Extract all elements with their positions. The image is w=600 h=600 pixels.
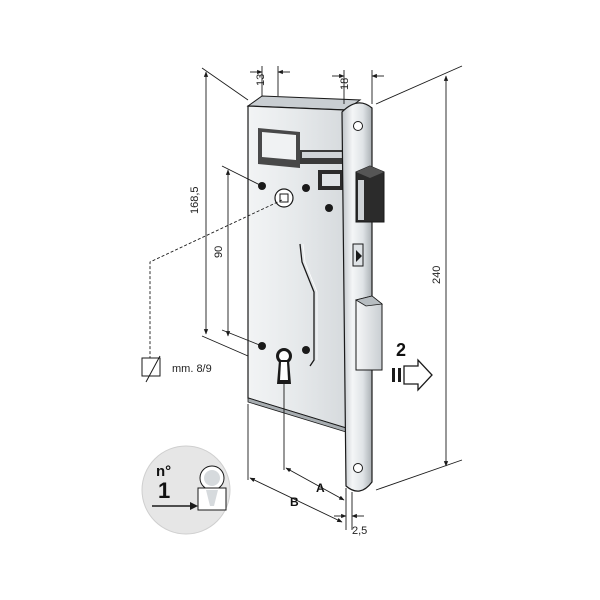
lever-spring-highlight bbox=[302, 243, 318, 360]
bolt-block-inner bbox=[322, 174, 340, 186]
faceplate-screw-bottom bbox=[353, 463, 363, 473]
latch-number: 2 bbox=[396, 340, 406, 360]
ext-240-bottom bbox=[375, 459, 463, 491]
spindle-symbol: mm. 8/9 bbox=[141, 355, 212, 383]
spindle-leader-dashed bbox=[149, 199, 283, 358]
latch-direction-indicator: 2 bbox=[392, 340, 433, 392]
ext-168-top bbox=[201, 67, 249, 101]
label-168-5: 168,5 bbox=[189, 186, 201, 214]
square-spindle-slash bbox=[145, 355, 161, 383]
deadbolt bbox=[355, 165, 385, 223]
lever-spring bbox=[299, 243, 315, 367]
mount-hole-top-right bbox=[325, 204, 333, 212]
label-13: 13 bbox=[255, 74, 267, 86]
ext-90-top bbox=[221, 165, 263, 187]
mount-hole-bottom-right bbox=[302, 346, 310, 354]
lock-case bbox=[246, 95, 362, 433]
latch bbox=[354, 295, 383, 371]
bolt-rod-highlight bbox=[302, 152, 344, 158]
keyhole-icon bbox=[276, 348, 292, 384]
label-2-5: 2,5 bbox=[352, 525, 367, 537]
dim-b bbox=[249, 477, 343, 523]
label-18: 18 bbox=[339, 78, 351, 90]
faceplate-screw-top bbox=[353, 121, 363, 131]
spindle-square bbox=[279, 193, 289, 203]
square-spindle-icon bbox=[141, 357, 161, 377]
latch-top bbox=[354, 295, 383, 307]
key-count-number: 1 bbox=[158, 478, 170, 503]
ext-240-top bbox=[375, 65, 463, 105]
latch-direction-arrow-icon bbox=[392, 358, 433, 392]
label-spindle: mm. 8/9 bbox=[172, 363, 212, 375]
key-insert-arrow-icon bbox=[152, 502, 198, 510]
deadbolt-highlight bbox=[358, 180, 364, 220]
key-icon bbox=[197, 465, 227, 511]
mount-hole-top-mid bbox=[302, 184, 310, 192]
deadbolt-top bbox=[356, 166, 384, 178]
dimension-labels: 13 18 168,5 90 240 A B 2,5 bbox=[189, 74, 443, 537]
label-a: A bbox=[316, 481, 325, 495]
label-240: 240 bbox=[431, 266, 443, 284]
bolt-mechanism-window bbox=[262, 132, 296, 160]
ext-168-bottom bbox=[201, 335, 249, 357]
latch-lever-icon bbox=[352, 243, 364, 267]
dimension-lines bbox=[149, 65, 463, 530]
label-b: B bbox=[290, 495, 299, 509]
label-90: 90 bbox=[213, 246, 225, 258]
latch-body bbox=[355, 295, 383, 371]
key-count-badge: n° 1 bbox=[141, 445, 231, 535]
key-count-prefix: n° bbox=[156, 463, 171, 480]
